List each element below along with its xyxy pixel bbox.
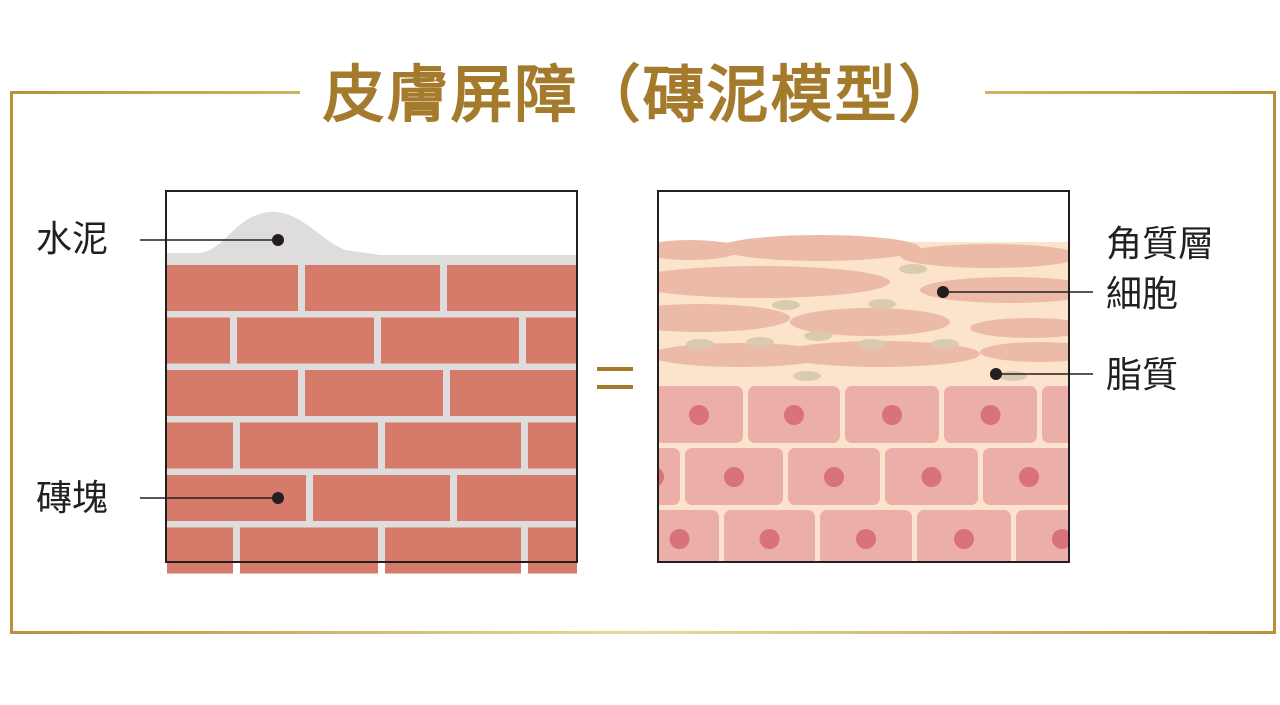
lipid-spot [931,339,959,349]
mortar-pointer-dot [272,234,284,246]
corneocyte [920,277,1069,303]
corneocyte [720,235,920,261]
lipid-spot [857,339,885,349]
lipid-pointer-dot [990,368,1002,380]
corneocyte-pointer-dot [937,286,949,298]
brick [313,475,450,521]
label-lipid: 脂質 [1106,355,1179,396]
cell-nucleus [824,467,844,487]
brick [457,475,577,521]
cell-nucleus [921,467,942,487]
lipid-spot [804,331,832,341]
cell-nucleus [954,529,974,549]
brick [528,422,577,469]
brick [167,265,298,311]
leader-lines [140,239,1093,499]
cell-nucleus [658,467,664,487]
cell-nucleus [1078,405,1098,425]
cell-nucleus [1052,529,1069,549]
brick [450,370,577,416]
brick [237,317,374,364]
brick [528,527,577,574]
lipid-spot [686,339,714,349]
brick [167,422,233,469]
cell-nucleus [980,405,1001,425]
cell-nucleus [1019,467,1039,487]
cell-nucleus [882,405,902,425]
corneocyte [790,308,950,336]
cell-nucleus [724,467,744,487]
cell-nucleus [759,529,780,549]
keratinocyte-cell [658,448,680,505]
cell-nucleus [669,529,690,549]
corneocyte [658,343,830,367]
keratinocyte-cell [1016,510,1069,562]
label-corneocyte-line1: 角質層 [1106,224,1215,265]
corneocyte [658,266,890,298]
brick [385,422,521,469]
label-corneocyte-line2: 細胞 [1106,274,1179,315]
brick [167,317,230,364]
skin-panel [657,190,1098,563]
brick-pointer-dot [272,492,284,504]
brick [305,265,440,311]
corneocyte [780,341,980,367]
brick [526,317,577,364]
cell-nucleus [856,529,876,549]
corneocyte [658,240,740,260]
corneocyte [900,244,1069,268]
page-title: 皮膚屏障（磚泥模型） [300,50,985,140]
cell-nucleus [784,405,804,425]
keratinocyte-cell [1042,386,1069,443]
lipid-spot [868,299,896,309]
corneocyte [658,304,790,332]
lipid-spot [999,371,1027,381]
brick [381,317,519,364]
corneocyte [980,342,1069,362]
brick [385,527,521,574]
label-mortar: 水泥 [36,219,109,260]
label-corneocyte: 角質層 細胞 [1106,224,1214,316]
brick [240,527,378,574]
cell-nucleus [689,405,709,425]
lipid-spot [746,337,774,347]
lipid-spot [793,371,821,381]
lipid-spot [772,300,800,310]
equals-sign [597,367,633,389]
label-brick: 磚塊 [36,478,109,519]
brick [167,370,298,416]
brick [240,422,378,469]
brick-wall-panel [165,190,578,574]
corneocyte [970,318,1069,338]
lipid-spot [899,264,927,274]
brick [305,370,443,416]
brick [167,527,233,574]
brick [447,265,577,311]
